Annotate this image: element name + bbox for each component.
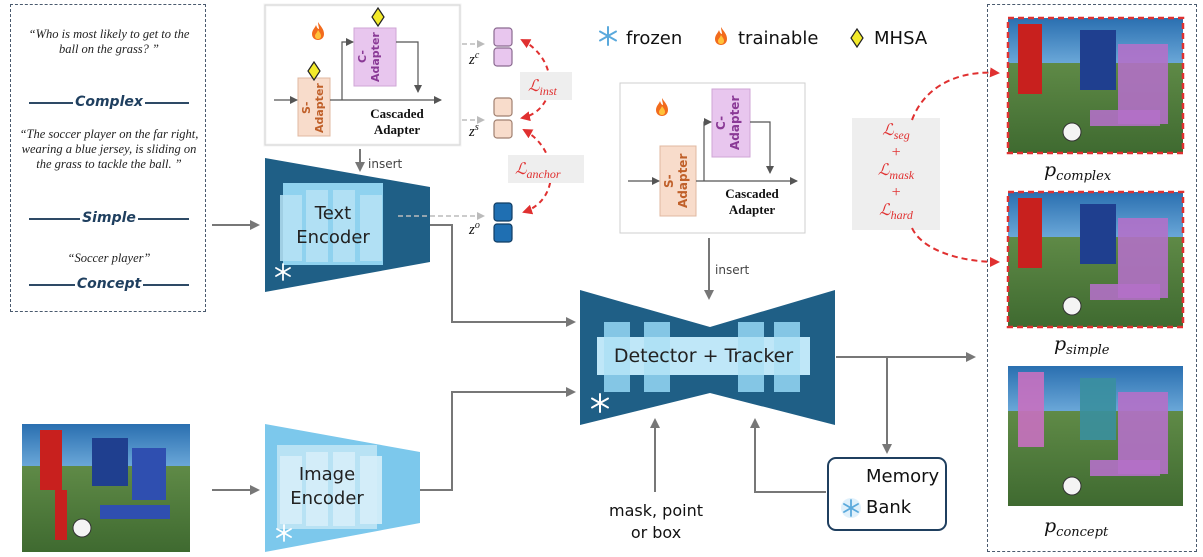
snowflake-image-encoder-icon [276,524,292,542]
mhsa-legend-icon [850,27,864,49]
text-encoder-line1: Text [314,203,352,224]
complex-prompt-text: “Who is most likely to get to the ball o… [28,27,190,56]
caption-p-complex: pcomplex [1044,159,1112,184]
prompt-input-line2: or box [630,523,682,542]
fire-icon [312,22,324,40]
loss-inst-label: ℒinst [528,78,557,99]
s-adapter-label-top: S-Adapter [300,83,326,133]
caption-p-concept: pconcept [1044,515,1109,540]
complex-label: Complex [73,94,145,110]
insert-label-text-encoder: insert [368,157,403,171]
embedding-zo [493,202,513,243]
fire-icon-2 [656,98,668,116]
prompt-input-label: mask, point or box [596,500,716,544]
simple-label: Simple [80,210,138,226]
cascaded-adapter-caption-top: Cascaded Adapter [342,106,452,138]
legend-mhsa: MHSA [874,28,928,49]
mhsa-diamond-icon-2 [371,6,385,28]
embedding-zc [493,27,513,67]
loss-anchor-box [508,155,584,183]
c-adapter-label-top: C-Adapter [356,32,382,82]
text-encoder [265,158,430,292]
complex-level-label: Complex [11,94,207,111]
legend-trainable: trainable [738,28,819,49]
simple-prompt-text: “The soccer player on the far right, wea… [19,127,199,171]
snowflake-icon [599,26,617,46]
memory-bank-line2: Bank [866,497,912,518]
output-image-concept [1008,366,1183,506]
loss-total-box [852,118,940,230]
prompt-panel: “Who is most likely to get to the ball o… [10,4,206,312]
cascaded-caption-mid-line1: Cascaded [725,186,779,201]
concept-prompt-text: “Soccer player” [67,251,151,265]
input-image [22,424,190,552]
s-adapter-label-mid: S-Adapter [662,153,690,209]
zs-label: zs [469,122,479,140]
output-panel: pcomplex psimple pconcept [987,4,1197,552]
embedding-zs [493,97,513,139]
cascaded-adapter-caption-mid: Cascaded Adapter [702,186,802,218]
insert-label-detector: insert [715,263,750,277]
zo-label: zo [469,220,480,238]
zc-label: zc [469,50,480,68]
cascaded-caption-line2: Adapter [373,122,421,137]
loss-inst-box [520,72,572,100]
cascaded-caption-mid-line2: Adapter [728,202,776,217]
caption-p-simple: psimple [1054,333,1110,358]
prompt-input-line1: mask, point [609,501,703,520]
loss-total-label: ℒseg + ℒmask + ℒhard [877,122,915,223]
detector-tracker [580,290,835,425]
cascaded-adapter-top [263,3,462,147]
simple-level-label: Simple [11,210,207,227]
cascaded-caption-line1: Cascaded [370,106,424,121]
snowflake-detector-icon [591,393,609,413]
snowflake-memory-icon [841,498,861,518]
text-encoder-line2: Encoder [296,227,370,248]
fire-legend-icon [715,27,727,45]
output-image-complex [1006,16,1185,155]
image-encoder-line2: Encoder [290,488,364,509]
loss-anchor-label: ℒanchor [515,161,561,182]
image-encoder-label: Image Encoder [277,463,377,511]
concept-label: Concept [74,276,144,292]
legend-frozen: frozen [626,28,683,49]
image-encoder [265,424,420,552]
mhsa-diamond-icon [307,60,321,82]
cascaded-adapter-mid [619,82,806,234]
snowflake-text-encoder-icon [275,263,291,281]
concept-level-label: Concept [11,276,207,293]
detector-tracker-label: Detector + Tracker [613,345,794,367]
c-adapter-label-mid: C-Adapter [714,95,742,151]
memory-bank-line1: Memory [866,466,940,487]
text-encoder-label: Text Encoder [283,202,383,250]
output-image-simple [1006,190,1185,329]
image-encoder-line1: Image [298,464,356,485]
